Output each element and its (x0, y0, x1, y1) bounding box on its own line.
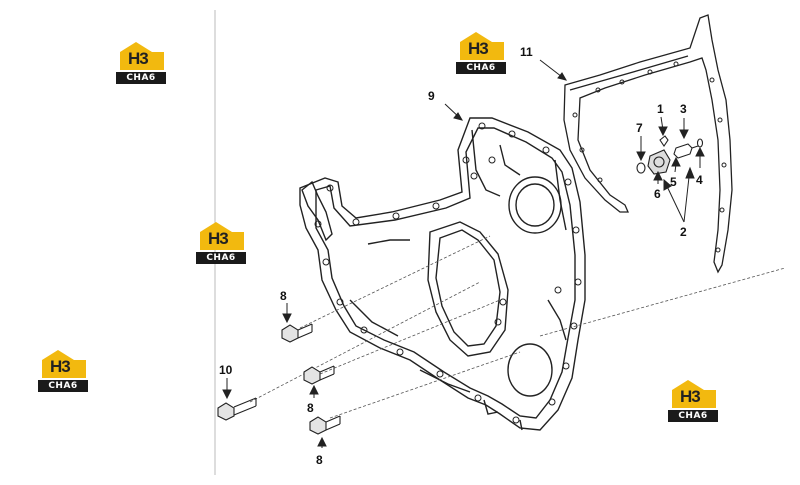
callout-6: 6 (654, 187, 661, 201)
brand-text: H3 (50, 357, 71, 376)
flange-bolt-upper (281, 323, 313, 343)
callout-8-lower: 8 (316, 453, 323, 467)
brand-logo-watermark: H3 CHA6 (668, 378, 718, 426)
house-roof-icon (460, 32, 504, 60)
brand-logo-watermark: H3 CHA6 (196, 220, 246, 268)
callout-3: 3 (680, 102, 687, 116)
callout-2: 2 (680, 225, 687, 239)
valve-part-3-5 (673, 143, 699, 159)
callout-8-middle: 8 (307, 401, 314, 415)
alignment-lines (249, 235, 786, 419)
o-ring (636, 162, 646, 174)
brand-logo-watermark: H3 CHA6 (456, 30, 506, 78)
brand-text: H3 (128, 49, 149, 68)
house-roof-icon (200, 222, 244, 250)
house-roof-icon (42, 350, 86, 378)
washer-part-4 (696, 138, 704, 148)
gasket (563, 14, 733, 274)
callout-8-upper: 8 (280, 289, 287, 303)
callout-7: 7 (636, 121, 643, 135)
brand-text: H3 (680, 387, 701, 406)
gear-housing-cover (299, 117, 586, 431)
brand-text: H3 (468, 39, 489, 58)
callout-10: 10 (219, 363, 233, 377)
brand-subtext: CHA6 (456, 62, 506, 74)
house-roof-icon (120, 42, 164, 70)
flange-bolt-lower (309, 415, 341, 435)
brand-subtext: CHA6 (38, 380, 88, 392)
bolt-part-1 (659, 135, 669, 147)
brand-logo-watermark: H3 CHA6 (116, 40, 166, 88)
callout-9: 9 (428, 89, 435, 103)
sensor-fitting-parts (636, 135, 704, 175)
fitting-body (647, 149, 671, 175)
callout-labels: 11 9 8 8 8 10 7 1 3 5 6 4 2 (219, 45, 703, 467)
callout-1: 1 (657, 102, 664, 116)
leader-lines (222, 59, 705, 448)
callout-5: 5 (670, 175, 677, 189)
brand-logo-watermark: H3 CHA6 (38, 348, 88, 396)
brand-subtext: CHA6 (668, 410, 718, 422)
callout-4: 4 (696, 173, 703, 187)
flange-bolt-middle (303, 365, 335, 385)
house-roof-icon (672, 380, 716, 408)
long-bolt (217, 397, 257, 421)
brand-text: H3 (208, 229, 229, 248)
brand-subtext: CHA6 (116, 72, 166, 84)
callout-11: 11 (520, 45, 533, 59)
brand-subtext: CHA6 (196, 252, 246, 264)
